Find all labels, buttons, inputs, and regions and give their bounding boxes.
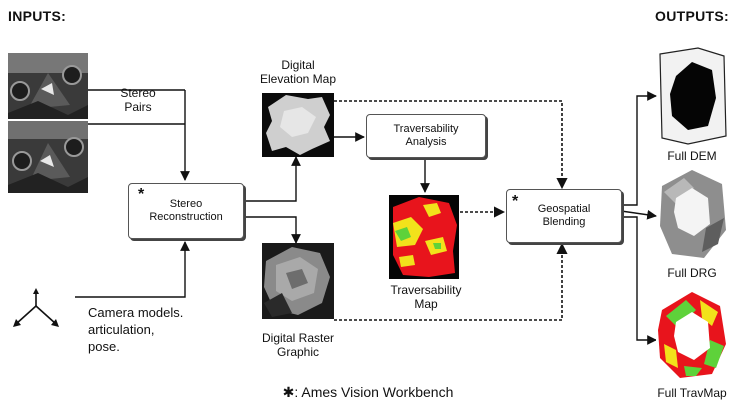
stereo-pairs-label: Stereo Pairs <box>120 86 156 114</box>
dem-image <box>262 93 334 157</box>
geospatial-blending-line1: Geospatial <box>537 203 591 215</box>
traversability-analysis-line1: Traversability <box>393 123 459 135</box>
stereo-reconstruction-line2: Reconstruction <box>149 211 223 223</box>
full-dem-label: Full DEM <box>667 149 717 163</box>
traversability-map-label: Traversability Map <box>390 283 462 311</box>
footnote: ✱: Ames Vision Workbench <box>282 384 454 400</box>
stereo-image-right <box>8 121 88 193</box>
blend-to-drg-arrow <box>620 209 657 220</box>
dem-to-blend-dotted-arrow <box>334 100 568 190</box>
blend-to-travmap-arrow <box>621 216 657 345</box>
traversability-analysis-box[interactable]: Traversability Analysis <box>366 114 486 158</box>
inputs-header: INPUTS: <box>8 8 67 24</box>
reconstruction-to-dem-arrow <box>242 156 301 202</box>
full-drg-image <box>658 168 728 260</box>
full-travmap-label: Full TravMap <box>657 386 727 400</box>
stereo-reconstruction-line1: Stereo <box>169 198 203 210</box>
traversability-analysis-line2: Analysis <box>405 136 447 148</box>
drg-label: Digital Raster Graphic <box>261 331 335 359</box>
reconstruction-to-drg-arrow <box>242 216 301 244</box>
coordinate-axes-icon <box>13 288 59 327</box>
blend-to-dem-arrow <box>621 91 657 206</box>
camera-models-label: Camera models. articulation, pose. <box>88 305 184 354</box>
stereo-reconstruction-box[interactable]: Stereo Reconstruction <box>128 183 244 239</box>
full-dem-image <box>658 46 728 146</box>
vision-workbench-star: * <box>138 186 145 203</box>
outputs-header: OUTPUTS: <box>655 8 729 24</box>
geospatial-blending-line2: Blending <box>542 216 586 228</box>
drg-to-blend-dotted-arrow <box>334 242 568 321</box>
drg-image <box>262 243 334 319</box>
dem-label: Digital Elevation Map <box>259 58 337 86</box>
full-travmap-image <box>656 288 728 380</box>
full-drg-label: Full DRG <box>667 266 717 280</box>
camera-to-reconstruction-arrow <box>75 241 190 298</box>
traversability-map-image <box>389 195 459 279</box>
stereo-image-left <box>8 53 88 119</box>
geospatial-blending-box[interactable]: Geospatial Blending <box>506 189 622 243</box>
vision-workbench-star: * <box>512 193 519 210</box>
